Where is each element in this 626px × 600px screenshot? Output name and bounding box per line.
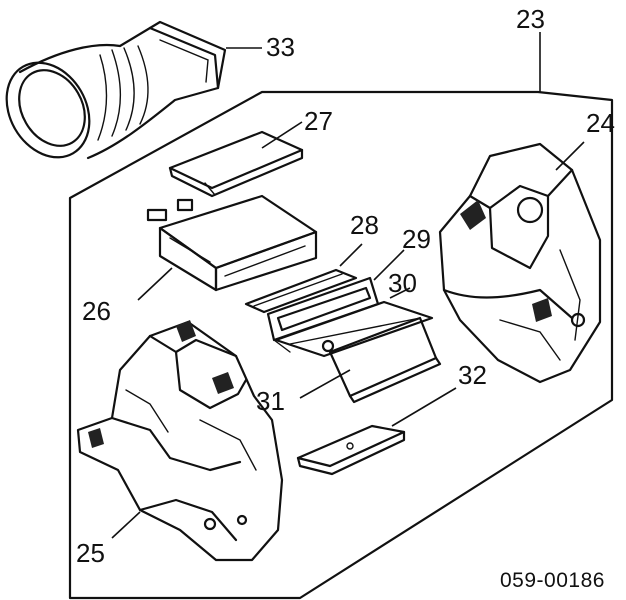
callout-31: 31 (256, 386, 285, 416)
leader-25 (111, 511, 141, 539)
leader-26 (137, 267, 173, 301)
leader-30 (389, 287, 411, 299)
gasket-28 (244, 268, 358, 314)
callout-26: 26 (82, 296, 111, 326)
door-32 (296, 424, 406, 476)
door-31 (328, 316, 442, 404)
leader-29 (373, 249, 405, 281)
callout-30: 30 (388, 268, 417, 298)
leader-27 (261, 121, 303, 149)
leader-31 (299, 369, 351, 399)
drawing-code: 059-00186 (500, 569, 605, 592)
callout-32: 32 (458, 360, 487, 390)
intake-duct-33 (5, 20, 227, 160)
callout-28: 28 (350, 210, 379, 240)
housing-25 (76, 320, 284, 562)
callout-23: 23 (516, 4, 545, 34)
housing-24 (438, 142, 602, 384)
leader-32 (391, 387, 457, 427)
callout-29: 29 (402, 224, 431, 254)
callout-24: 24 (586, 108, 615, 138)
leader-28 (339, 243, 363, 267)
leader-24 (555, 141, 585, 171)
callout-27: 27 (304, 106, 333, 136)
damper-30 (274, 300, 434, 358)
callout-33: 33 (266, 32, 295, 62)
core-26 (146, 194, 318, 292)
callout-25: 25 (76, 538, 105, 568)
assembly-outline (68, 90, 614, 600)
plate-27 (168, 130, 304, 198)
